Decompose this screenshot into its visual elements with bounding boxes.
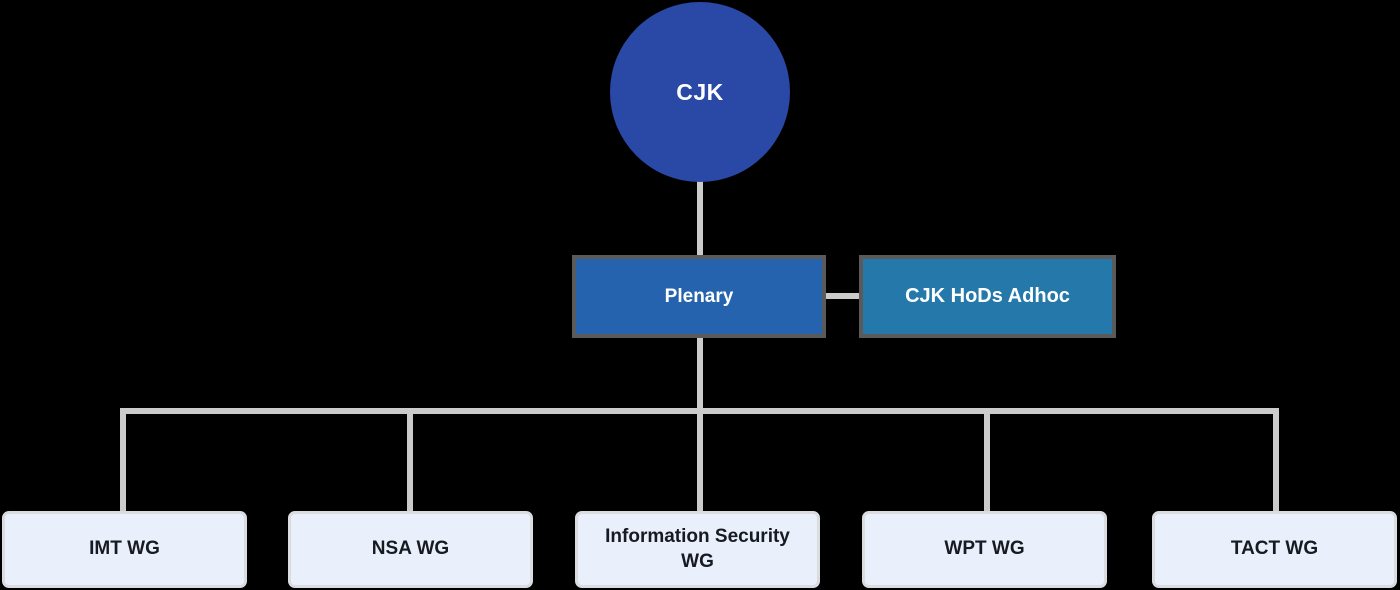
node-imt-wg: IMT WG (2, 511, 247, 588)
node-cjk-hods-adhoc-label: CJK HoDs Adhoc (905, 285, 1070, 307)
node-nsa-wg-label: NSA WG (371, 538, 450, 560)
connector-drop-nsa-wg (407, 408, 413, 514)
connector-horizontal-bus (120, 408, 1279, 414)
connector-root-to-plenary (697, 179, 703, 257)
node-wpt-wg: WPT WG (862, 511, 1107, 588)
node-nsa-wg: NSA WG (288, 511, 533, 588)
node-imt-wg-label: IMT WG (89, 538, 160, 560)
connector-drop-wpt-wg (984, 408, 990, 514)
node-cjk-root: CJK (610, 2, 790, 182)
node-tact-wg: TACT WG (1152, 511, 1397, 588)
connector-plenary-to-infosec (697, 336, 703, 514)
node-cjk-hods-adhoc: CJK HoDs Adhoc (859, 255, 1116, 338)
node-cjk-label: CJK (676, 78, 724, 105)
connector-drop-tact-wg (1273, 408, 1279, 514)
node-wpt-wg-label: WPT WG (944, 538, 1025, 560)
node-plenary-label: Plenary (664, 285, 734, 307)
connector-drop-imt-wg (120, 408, 126, 514)
connector-plenary-to-adhoc (822, 293, 863, 299)
node-tact-wg-label: TACT WG (1230, 538, 1319, 560)
node-plenary: Plenary (572, 255, 826, 338)
node-information-security-wg: Information Security WG (575, 511, 820, 588)
node-information-security-wg-label: Information Security WG (605, 526, 790, 572)
